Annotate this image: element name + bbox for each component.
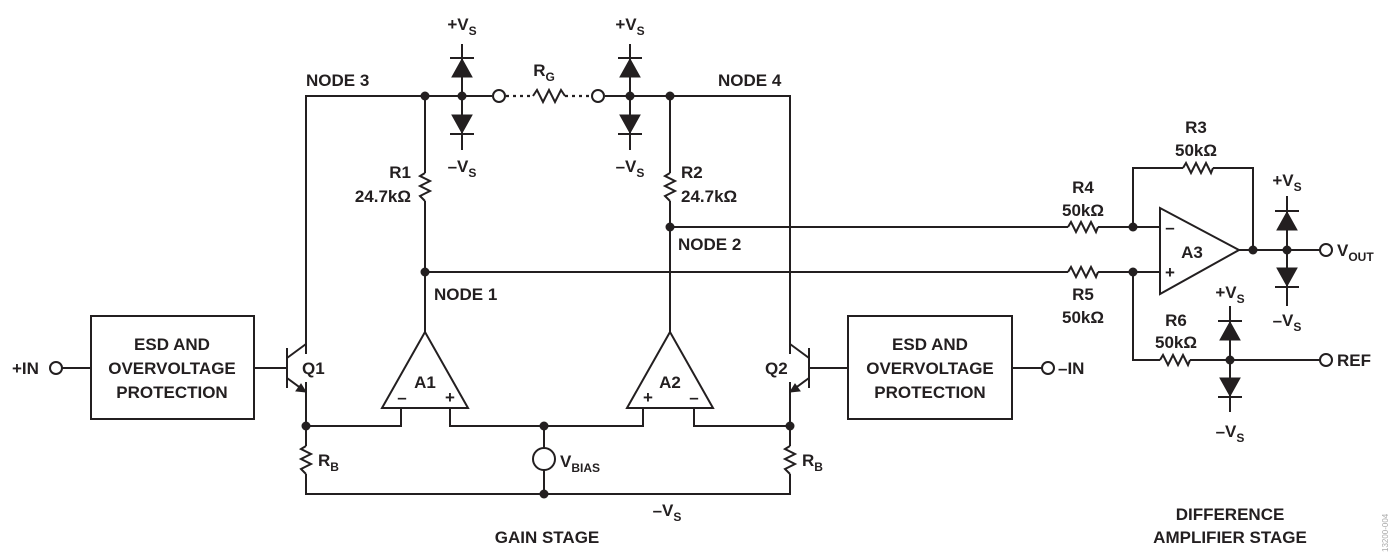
junction-dots bbox=[301, 91, 1292, 499]
opamp-a3 bbox=[1159, 206, 1242, 296]
transistor-q1 bbox=[286, 343, 307, 393]
r3-label: R3 bbox=[1185, 118, 1207, 137]
r5-label: R5 bbox=[1072, 285, 1094, 304]
diodes bbox=[450, 57, 1299, 398]
esd-box-left bbox=[90, 315, 255, 420]
supply-label-pos-3: +VS bbox=[1272, 171, 1301, 194]
r5-value: 50kΩ bbox=[1062, 308, 1104, 327]
ref-terminal bbox=[1319, 353, 1333, 367]
supply-label-neg-2: –VS bbox=[616, 157, 645, 180]
rg-label: RG bbox=[533, 61, 555, 84]
node1-label: NODE 1 bbox=[434, 285, 497, 304]
resistor-rb2 bbox=[782, 445, 798, 475]
a2-plus: + bbox=[643, 388, 653, 407]
vout-terminal bbox=[1319, 243, 1333, 257]
rg-terminal-right bbox=[591, 89, 605, 103]
a1-label: A1 bbox=[414, 373, 436, 392]
a2-label: A2 bbox=[659, 373, 681, 392]
a1-minus: – bbox=[397, 388, 406, 407]
supply-label-neg-bottom: –VS bbox=[653, 501, 682, 524]
resistor-rg bbox=[532, 87, 566, 105]
vout-label: VOUT bbox=[1337, 241, 1374, 264]
resistor-r1 bbox=[417, 172, 433, 202]
r1-value: 24.7kΩ bbox=[355, 187, 411, 206]
in-neg-label: –IN bbox=[1058, 359, 1084, 378]
resistor-r6 bbox=[1159, 352, 1191, 368]
a3-minus: – bbox=[1165, 218, 1174, 237]
a3-label: A3 bbox=[1181, 243, 1203, 262]
a1-plus: + bbox=[445, 388, 455, 407]
r4-label: R4 bbox=[1072, 178, 1094, 197]
transistor-q2 bbox=[789, 343, 810, 393]
resistor-r3 bbox=[1182, 160, 1214, 176]
in-pos-label: +IN bbox=[12, 359, 39, 378]
r6-value: 50kΩ bbox=[1155, 333, 1197, 352]
diff-stage-caption-line1: DIFFERENCE bbox=[1176, 505, 1285, 524]
vbias-source bbox=[532, 447, 556, 471]
supply-label-neg-4: –VS bbox=[1216, 422, 1245, 445]
esd-box-right bbox=[847, 315, 1013, 420]
supply-label-neg-1: –VS bbox=[448, 157, 477, 180]
vbias-label: VBIAS bbox=[560, 452, 600, 475]
in-pos-terminal bbox=[49, 361, 63, 375]
q1-label: Q1 bbox=[302, 359, 325, 378]
gain-stage-caption: GAIN STAGE bbox=[495, 528, 600, 547]
opamp-a1 bbox=[380, 329, 470, 409]
diff-stage-caption-line2: AMPLIFIER STAGE bbox=[1153, 528, 1307, 547]
resistor-rb1 bbox=[298, 445, 314, 475]
esd-left-line2: OVERVOLTAGE bbox=[108, 359, 236, 378]
node2-label: NODE 2 bbox=[678, 235, 741, 254]
esd-left-line1: ESD AND bbox=[134, 335, 210, 354]
r2-value: 24.7kΩ bbox=[681, 187, 737, 206]
supply-label-pos-4: +VS bbox=[1215, 283, 1244, 306]
terminals bbox=[49, 89, 1333, 375]
r6-label: R6 bbox=[1165, 311, 1187, 330]
q2-label: Q2 bbox=[765, 359, 788, 378]
r2-label: R2 bbox=[681, 163, 703, 182]
in-neg-terminal bbox=[1041, 361, 1055, 375]
esd-right-line3: PROTECTION bbox=[874, 383, 985, 402]
supply-label-pos-1: +VS bbox=[447, 15, 476, 38]
rg-terminal-left bbox=[492, 89, 506, 103]
supply-label-pos-2: +VS bbox=[615, 15, 644, 38]
node3-label: NODE 3 bbox=[306, 71, 369, 90]
ref-label: REF bbox=[1337, 351, 1371, 370]
resistor-r2 bbox=[662, 172, 678, 202]
opamp-a2 bbox=[625, 329, 715, 409]
r3-value: 50kΩ bbox=[1175, 141, 1217, 160]
a3-plus: + bbox=[1165, 263, 1175, 282]
rb2-label: RB bbox=[802, 451, 823, 474]
resistors bbox=[298, 87, 1214, 475]
figure-id: 13200-004 bbox=[1381, 513, 1390, 552]
esd-right-line1: ESD AND bbox=[892, 335, 968, 354]
node4-label: NODE 4 bbox=[718, 71, 782, 90]
resistor-r4 bbox=[1067, 219, 1099, 235]
rb1-label: RB bbox=[318, 451, 339, 474]
r1-label: R1 bbox=[389, 163, 411, 182]
esd-left-line3: PROTECTION bbox=[116, 383, 227, 402]
esd-right-line2: OVERVOLTAGE bbox=[866, 359, 994, 378]
r4-value: 50kΩ bbox=[1062, 201, 1104, 220]
resistor-r5 bbox=[1067, 264, 1099, 280]
a2-minus: – bbox=[689, 388, 698, 407]
supply-label-neg-3: –VS bbox=[1273, 311, 1302, 334]
